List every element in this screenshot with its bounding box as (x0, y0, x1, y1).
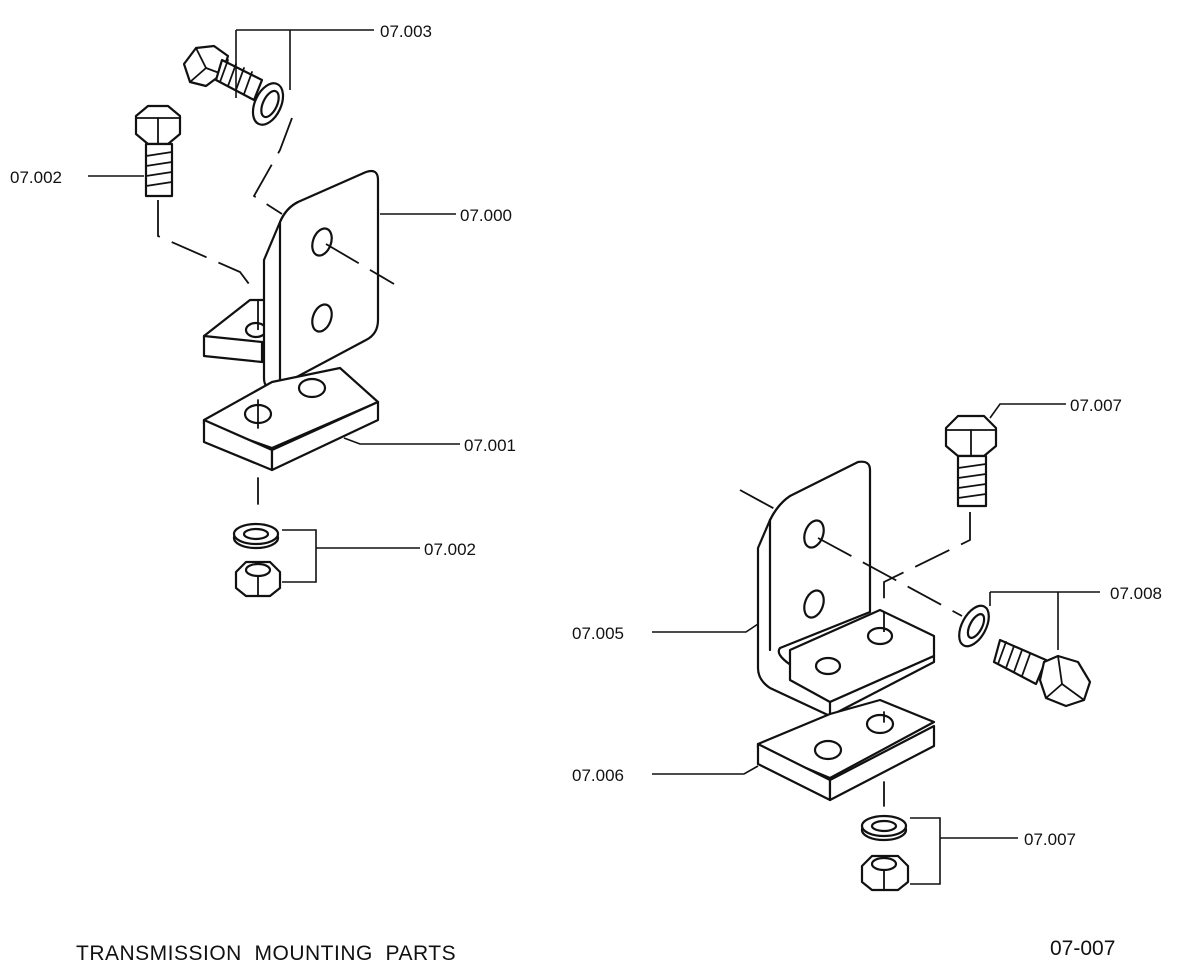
right-assembly (652, 403, 1100, 892)
callout-spacer-right: 07.006 (572, 766, 624, 785)
callout-bolt-left-vertical: 07.002 (10, 168, 62, 187)
callout-spacer-left: 07.001 (464, 436, 516, 455)
bolt-left-top (182, 44, 264, 102)
callout-bolt-washer-right-side: 07.008 (1110, 584, 1162, 603)
bracket-left (202, 169, 380, 390)
spacer-left (202, 366, 380, 472)
bracket-right (756, 460, 936, 719)
left-assembly (88, 29, 460, 598)
nut-washer-left (232, 522, 282, 598)
callout-bracket-left: 07.000 (460, 206, 512, 225)
page-number: 07-007 (1050, 937, 1115, 960)
callout-bracket-right: 07.005 (572, 624, 624, 643)
spacer-right (756, 698, 936, 802)
callout-bolt-right-vertical: 07.007 (1070, 396, 1122, 415)
lock-washer-left-top (251, 82, 285, 126)
callout-bolt-washer-left-top: 07.003 (380, 22, 432, 41)
callout-nut-washer-right: 07.007 (1024, 830, 1076, 849)
bolt-left-vertical (134, 104, 182, 198)
diagram-caption: TRANSMISSION MOUNTING PARTS (76, 942, 456, 965)
bolt-right-side (992, 638, 1092, 708)
callout-nut-washer-left: 07.002 (424, 540, 476, 559)
lock-washer-right-side (958, 604, 990, 648)
nut-washer-right (860, 814, 910, 892)
bolt-right-vertical (944, 414, 998, 508)
